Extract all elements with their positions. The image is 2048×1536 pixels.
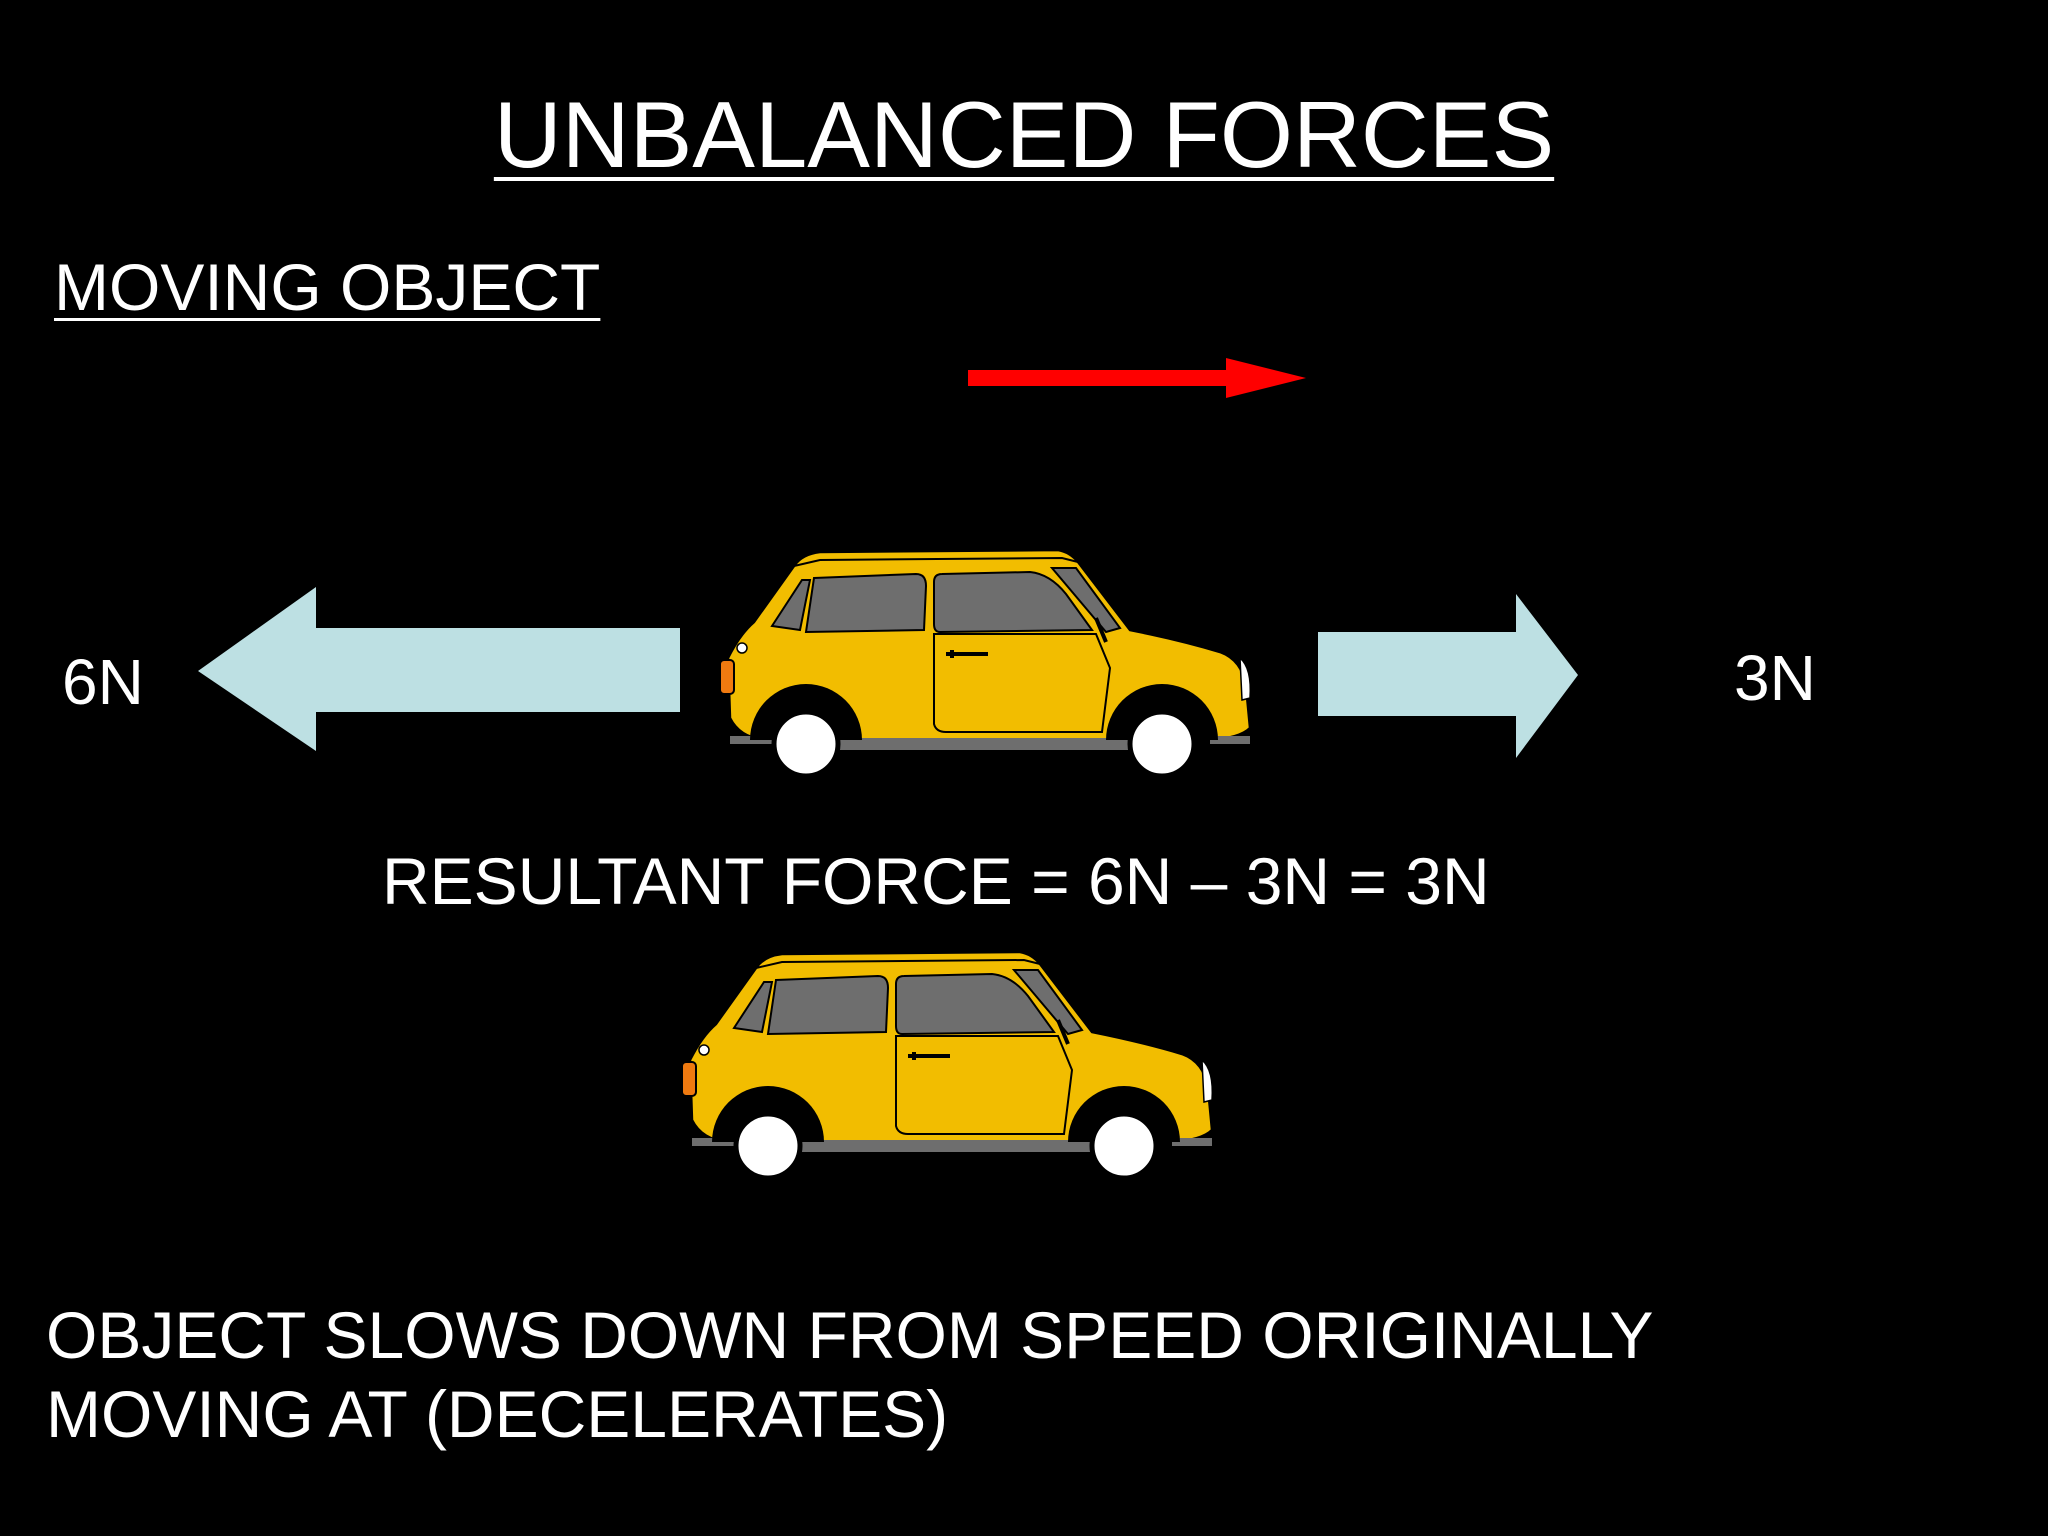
car-bottom-illustration [682, 952, 1212, 1178]
left-force-arrow [198, 587, 680, 751]
motion-direction-arrow [968, 358, 1306, 398]
conclusion-line-1: OBJECT SLOWS DOWN FROM SPEED ORIGINALLY [46, 1298, 1654, 1372]
right-force-arrow [1318, 594, 1578, 758]
slide-title: UNBALANCED FORCES [493, 82, 1555, 187]
right-force-label: 3N [1734, 642, 1816, 714]
section-subtitle: MOVING OBJECT [54, 250, 601, 324]
car-top-illustration [720, 550, 1250, 776]
resultant-force-equation: RESULTANT FORCE = 6N – 3N = 3N [382, 844, 1490, 918]
conclusion-line-2: MOVING AT (DECELERATES) [46, 1377, 949, 1452]
conclusion-text: OBJECT SLOWS DOWN FROM SPEED ORIGINALLY … [46, 1296, 1653, 1454]
left-force-label: 6N [62, 646, 144, 718]
